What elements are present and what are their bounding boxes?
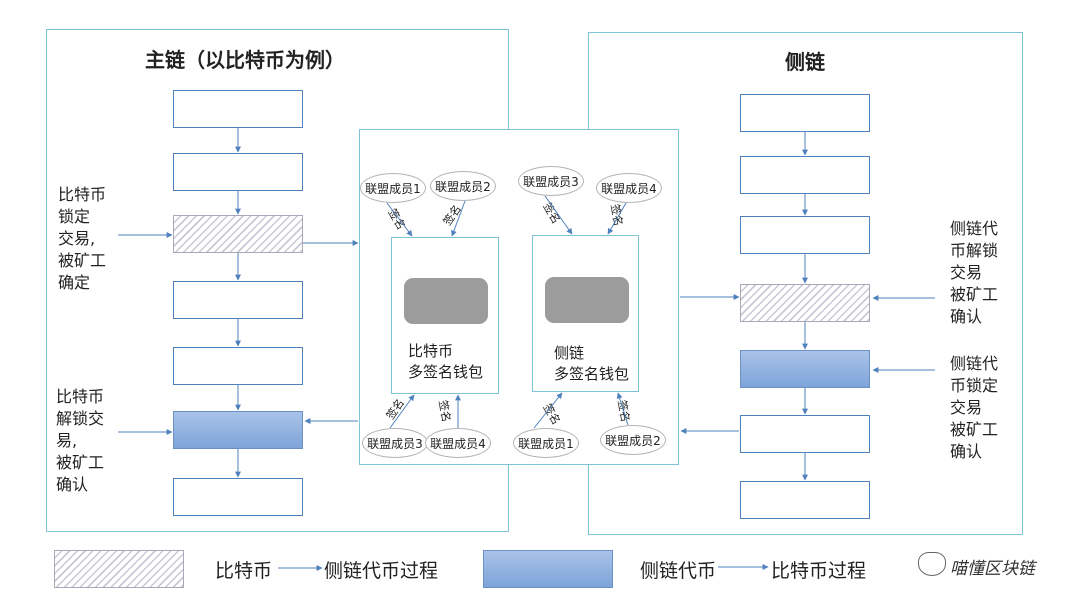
side-block-1	[740, 94, 870, 132]
btc-multisig-wallet: 比特币 多签名钱包	[391, 237, 499, 394]
btc-wallet-screen	[404, 278, 488, 324]
legend-blue-from: 侧链代币	[640, 560, 717, 582]
main-chain-title: 主链（以比特币为例）	[145, 48, 345, 72]
legend-blue-to: 比特币过程	[771, 560, 867, 582]
side-block-lock	[740, 350, 870, 388]
main-unlock-note: 比特币 解锁交 易, 被矿工 确认	[56, 387, 105, 494]
member-4-bottom-left: 联盟成员4	[425, 428, 491, 458]
side-block-2	[740, 156, 870, 194]
side-wallet-label: 侧链 多签名钱包	[554, 344, 630, 383]
btc-wallet-label: 比特币 多签名钱包	[408, 342, 484, 381]
side-chain-title: 侧链	[785, 50, 825, 74]
side-lock-note: 侧链代 币锁定 交易 被矿工 确认	[950, 354, 999, 461]
watermark-text: 喵懂区块链	[950, 559, 1035, 579]
side-block-unlock	[740, 284, 870, 322]
member-1-top-left: 联盟成员1	[360, 173, 426, 203]
main-block-lock	[173, 215, 303, 253]
main-block-unlock	[173, 411, 303, 449]
member-3-top-right: 联盟成员3	[518, 166, 584, 196]
legend-blue-swatch	[483, 550, 613, 588]
side-unlock-note: 侧链代 币解锁 交易 被矿工 确认	[950, 219, 999, 326]
member-2-bottom-right: 联盟成员2	[600, 425, 666, 455]
member-4-top-right: 联盟成员4	[596, 173, 662, 203]
legend-hatch-to: 侧链代币过程	[324, 560, 439, 582]
main-block-4	[173, 281, 303, 319]
legend-hatch-from: 比特币	[215, 560, 273, 582]
main-block-5	[173, 347, 303, 385]
side-block-7	[740, 481, 870, 519]
side-block-6	[740, 415, 870, 453]
main-lock-note: 比特币 锁定 交易, 被矿工 确定	[58, 185, 107, 292]
main-block-7	[173, 478, 303, 516]
member-3-bottom-left: 联盟成员3	[362, 428, 428, 458]
side-block-3	[740, 216, 870, 254]
member-2-top-left: 联盟成员2	[430, 171, 496, 201]
main-block-2	[173, 153, 303, 191]
side-multisig-wallet: 侧链 多签名钱包	[532, 235, 639, 392]
main-block-1	[173, 90, 303, 128]
legend-hatch-swatch	[54, 550, 184, 588]
side-wallet-screen	[545, 277, 629, 323]
member-1-bottom-right: 联盟成员1	[513, 428, 579, 458]
cat-logo-icon	[918, 552, 946, 576]
